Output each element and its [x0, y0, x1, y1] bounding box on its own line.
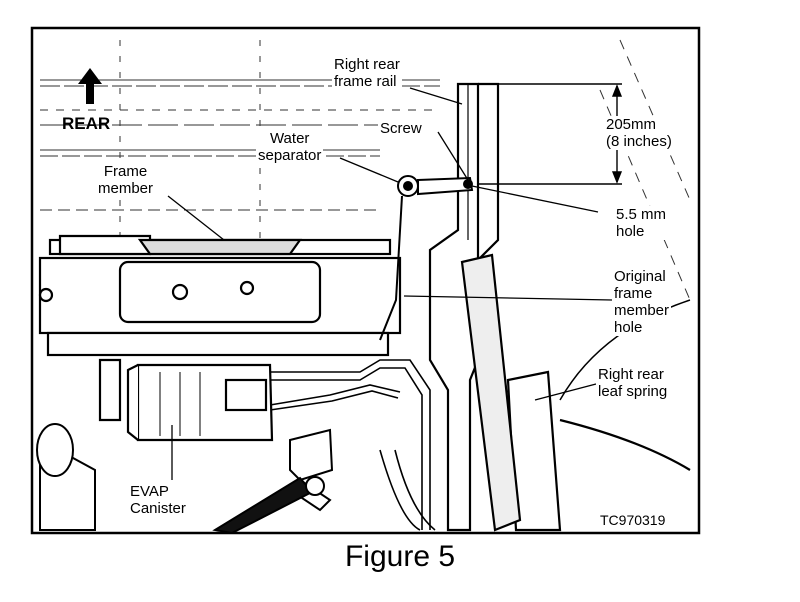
callout-hole-size: 5.5 mm hole — [614, 206, 669, 240]
callout-leaf-spring: Right rear leaf spring — [596, 366, 670, 400]
leader-lines — [167, 87, 613, 480]
callout-original-hole: Original frame member hole — [612, 268, 672, 336]
up-arrow-icon — [78, 68, 102, 104]
rear-direction-label: REAR — [62, 114, 111, 133]
fuel-lines — [269, 359, 436, 531]
cylinder-shape — [36, 423, 96, 531]
callout-evap-canister: EVAP Canister — [128, 483, 188, 517]
figure-caption: Figure 5 — [344, 540, 456, 573]
leaf-spring-shape — [460, 253, 691, 532]
callout-water-separator: Water separator — [256, 130, 324, 164]
figure-code: TC970319 — [598, 512, 668, 529]
evap-canister-shape — [98, 358, 274, 442]
callout-right-rear-frame-rail: Right rear frame rail — [332, 56, 402, 90]
callout-frame-member: Frame member — [96, 163, 156, 197]
frame-member — [38, 234, 402, 357]
hose-shape — [212, 476, 325, 535]
callout-dimension: 205mm (8 inches) — [604, 116, 674, 150]
water-separator-assembly — [379, 175, 474, 341]
callout-screw: Screw — [378, 120, 424, 137]
